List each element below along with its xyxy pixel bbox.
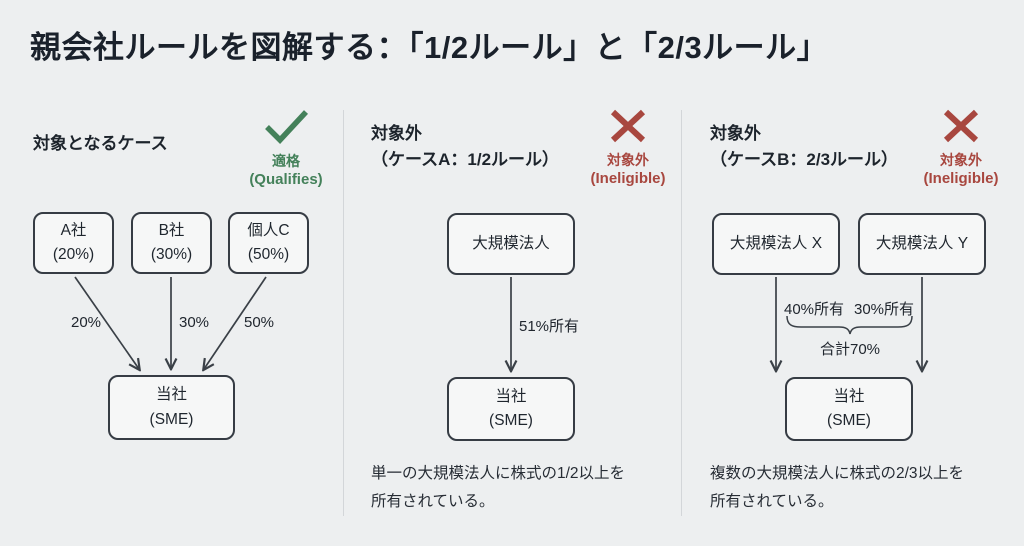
column2-header: 対象外 （ケースA：1/2ルール） [371,121,559,173]
column2-header-line2: （ケースA：1/2ルール） [371,150,560,169]
node-large-corp-name: 大規模法人 [472,234,550,252]
qualifies-badge: 適格 (Qualifies) [240,108,332,189]
case-b-description-line1: 複数の大規模法人に株式の2/3以上を [710,465,965,482]
node-sme-2-sub: (SME) [489,412,533,429]
node-company-b-name: B社 [158,221,185,239]
ineligible-badge-a-en: (Ineligible) [590,170,666,187]
node-company-b: B社 (30%) [131,212,212,274]
node-sme-3-sub: (SME) [827,412,871,429]
column-divider-1 [343,110,344,516]
x-icon [610,109,646,143]
node-sme-2-name: 当社 [495,387,527,405]
ineligible-badge-b: 対象外 (Ineligible) [915,109,1007,188]
edge-label-50pct: 50% [243,314,275,331]
node-large-corp-x: 大規模法人 X [712,213,840,275]
column1-header: 対象となるケース [33,134,168,153]
page-title: 親会社ルールを図解する：「1/2ルール」と「2/3ルール」 [30,30,829,65]
case-a-description-line1: 単一の大規模法人に株式の1/2以上を [371,465,626,482]
column-divider-2 [681,110,682,516]
node-person-c-name: 個人C [247,221,290,239]
ineligible-badge-a-jp: 対象外 [607,152,649,168]
node-company-b-share: (30%) [150,246,193,263]
node-sme-3-name: 当社 [833,387,865,405]
ineligible-badge-b-jp: 対象外 [940,152,982,168]
column3-header: 対象外 （ケースB：2/3ルール） [710,121,898,173]
edge-label-30pct: 30% [178,314,210,331]
node-sme-2: 当社 (SME) [447,377,575,441]
node-company-a: A社 (20%) [33,212,114,274]
edge-label-40pct-owned: 40%所有 [783,301,845,318]
node-large-corp-y: 大規模法人 Y [858,213,986,275]
arrow-companyA-to-sme [74,276,139,369]
edge-label-20pct: 20% [70,314,102,331]
node-sme-3: 当社 (SME) [785,377,913,441]
edge-label-51pct-owned: 51%所有 [519,318,580,335]
arrow-personC-to-sme [204,276,267,369]
node-sme-1: 当社 (SME) [108,375,235,440]
column3-header-line2: （ケースB：2/3ルール） [710,150,899,169]
edge-label-total-70pct: 合計70% [819,341,881,358]
case-a-description: 単一の大規模法人に株式の1/2以上を 所有されている。 [371,460,625,516]
case-b-description-line2: 所有されている。 [710,493,834,510]
case-b-description: 複数の大規模法人に株式の2/3以上を 所有されている。 [710,460,964,516]
node-large-corp: 大規模法人 [447,213,575,275]
x-icon [943,109,979,143]
node-large-corp-y-name: 大規模法人 Y [875,234,969,252]
edge-label-30pct-owned: 30%所有 [853,301,915,318]
node-company-a-share: (20%) [52,246,95,263]
node-person-c-share: (50%) [247,246,290,263]
column2-header-line1: 対象外 [371,124,422,143]
node-sme-1-sub: (SME) [149,410,194,428]
node-large-corp-x-name: 大規模法人 X [729,234,823,252]
node-company-a-name: A社 [60,221,87,239]
node-sme-1-name: 当社 [155,386,187,404]
node-person-c: 個人C (50%) [228,212,309,274]
column3-header-line1: 対象外 [710,124,761,143]
qualifies-badge-en: (Qualifies) [249,171,323,188]
sum-brace [786,315,913,335]
ineligible-badge-a: 対象外 (Ineligible) [582,109,674,188]
case-a-description-line2: 所有されている。 [371,493,495,510]
check-icon [265,110,309,144]
ineligible-badge-b-en: (Ineligible) [923,170,999,187]
qualifies-badge-jp: 適格 [272,153,300,169]
